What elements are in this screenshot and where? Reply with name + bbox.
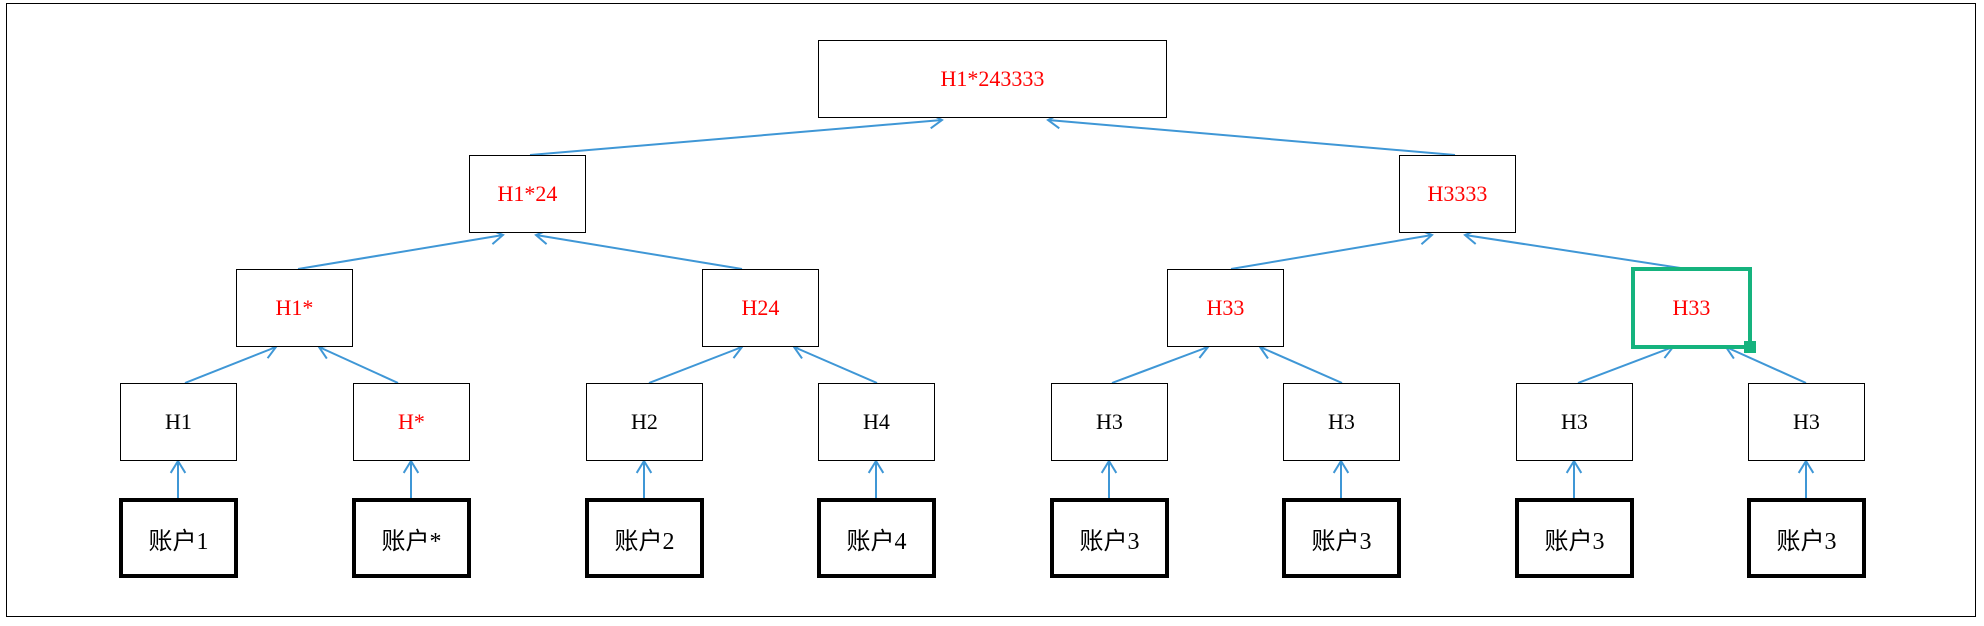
edge-line-1	[529, 119, 943, 156]
resize-handle[interactable]	[1744, 341, 1756, 353]
edge-line-5	[1230, 234, 1433, 270]
account-node-2[interactable]: 账户*	[352, 498, 471, 578]
account-node-3[interactable]: 账户2	[585, 498, 704, 578]
edge-arrowhead-22	[1797, 459, 1815, 474]
account-node-6[interactable]: 账户3	[1282, 498, 1401, 578]
edge-arrowhead-20	[1332, 459, 1350, 474]
account-node-1[interactable]: 账户1	[119, 498, 238, 578]
level2-node-3[interactable]: H33	[1167, 269, 1284, 347]
edge-line-9	[648, 346, 743, 384]
edge-arrowhead-17	[635, 459, 653, 474]
edge-line-2	[1047, 119, 1456, 156]
leaf-node-7[interactable]: H3	[1516, 383, 1633, 461]
edge-arrowhead-21	[1565, 459, 1583, 474]
level1-node-right[interactable]: H3333	[1399, 155, 1516, 233]
level2-node-4-label: H33	[1672, 295, 1711, 320]
leaf-node-2[interactable]: H*	[353, 383, 470, 461]
root-hash-node[interactable]: H1*243333	[818, 40, 1167, 118]
edge-line-3	[297, 234, 504, 270]
edge-arrowhead-15	[169, 459, 187, 474]
edge-line-7	[184, 346, 277, 384]
edge-arrowhead-19	[1100, 459, 1118, 474]
edge-arrowhead-16	[402, 459, 420, 474]
edge-arrowhead-18	[867, 459, 885, 474]
edge-line-12	[1259, 346, 1343, 384]
leaf-node-6[interactable]: H3	[1283, 383, 1400, 461]
edge-line-8	[318, 346, 399, 384]
diagram-frame	[6, 3, 1976, 617]
leaf-node-1[interactable]: H1	[120, 383, 237, 461]
edge-line-10	[793, 346, 878, 384]
edge-line-6	[1464, 234, 1688, 270]
account-node-7[interactable]: 账户3	[1515, 498, 1634, 578]
edge-line-4	[535, 234, 743, 270]
leaf-node-3[interactable]: H2	[586, 383, 703, 461]
account-node-8[interactable]: 账户3	[1747, 498, 1866, 578]
leaf-node-4[interactable]: H4	[818, 383, 935, 461]
account-node-5[interactable]: 账户3	[1050, 498, 1169, 578]
leaf-node-5[interactable]: H3	[1051, 383, 1168, 461]
edge-line-11	[1111, 346, 1209, 384]
level2-node-2[interactable]: H24	[702, 269, 819, 347]
edge-line-13	[1577, 346, 1674, 384]
level2-node-1[interactable]: H1*	[236, 269, 353, 347]
edge-line-14	[1725, 346, 1807, 384]
account-node-4[interactable]: 账户4	[817, 498, 936, 578]
level2-node-4-selected[interactable]: H33	[1631, 267, 1756, 353]
leaf-node-8[interactable]: H3	[1748, 383, 1865, 461]
level1-node-left[interactable]: H1*24	[469, 155, 586, 233]
